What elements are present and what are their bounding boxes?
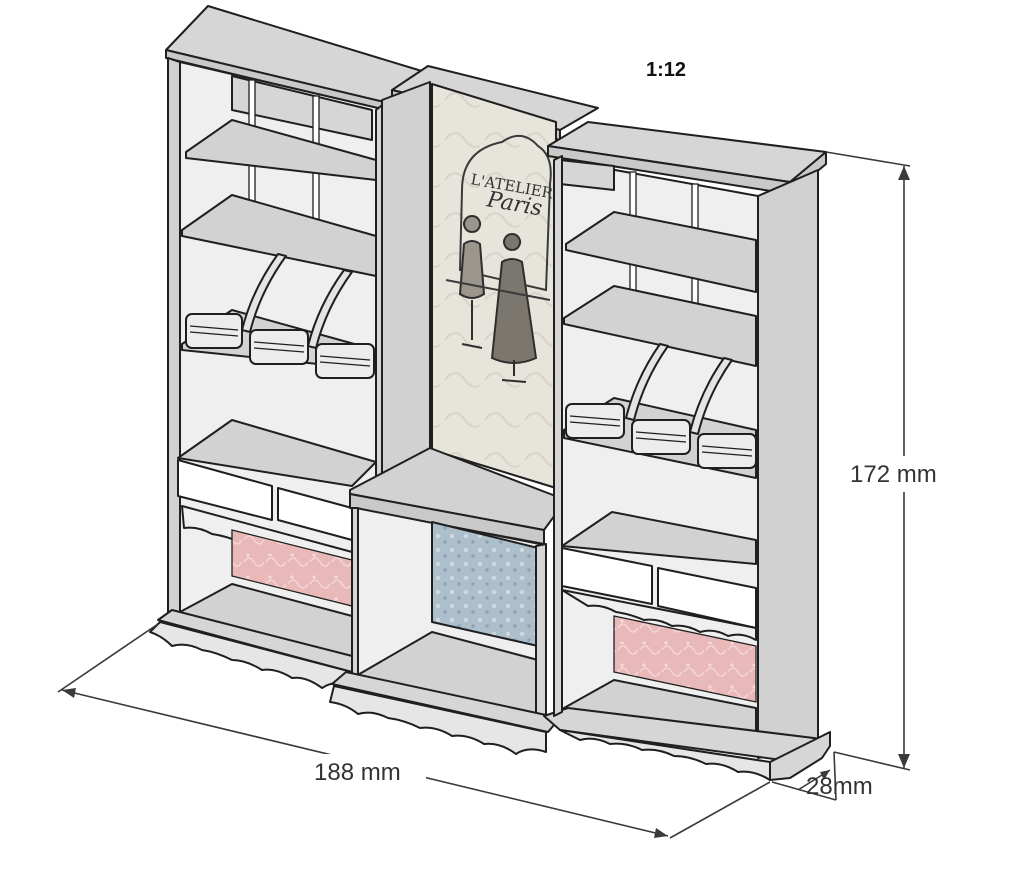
right-fabric-panel: [613, 615, 757, 703]
left-cabinet-side: [167, 57, 181, 641]
width-dimension: 188 mm: [57, 623, 771, 839]
scale-label: 1:12: [646, 59, 686, 81]
left-basket-1: [185, 313, 243, 349]
left-basket-2: [249, 329, 309, 365]
depth-label: 28mm: [806, 773, 873, 800]
left-basket-3: [315, 343, 375, 379]
right-shelf-1: [565, 211, 757, 293]
right-basket-3: [697, 433, 757, 469]
right-cabinet: [543, 121, 831, 781]
height-dimension: 172 mm: [825, 151, 964, 771]
right-cabinet-side: [757, 169, 819, 759]
left-cabinet: [149, 5, 426, 689]
right-counter: [561, 511, 757, 565]
height-label: 172 mm: [850, 461, 937, 488]
right-basket-2: [631, 419, 691, 455]
left-drawer-1: [177, 459, 273, 521]
right-shelf-2: [563, 285, 757, 367]
center-unit: L'ATELIER Paris: [329, 65, 599, 755]
right-basket-1: [565, 403, 625, 439]
width-label: 188 mm: [314, 759, 401, 786]
depth-dimension: 28mm: [771, 751, 873, 801]
